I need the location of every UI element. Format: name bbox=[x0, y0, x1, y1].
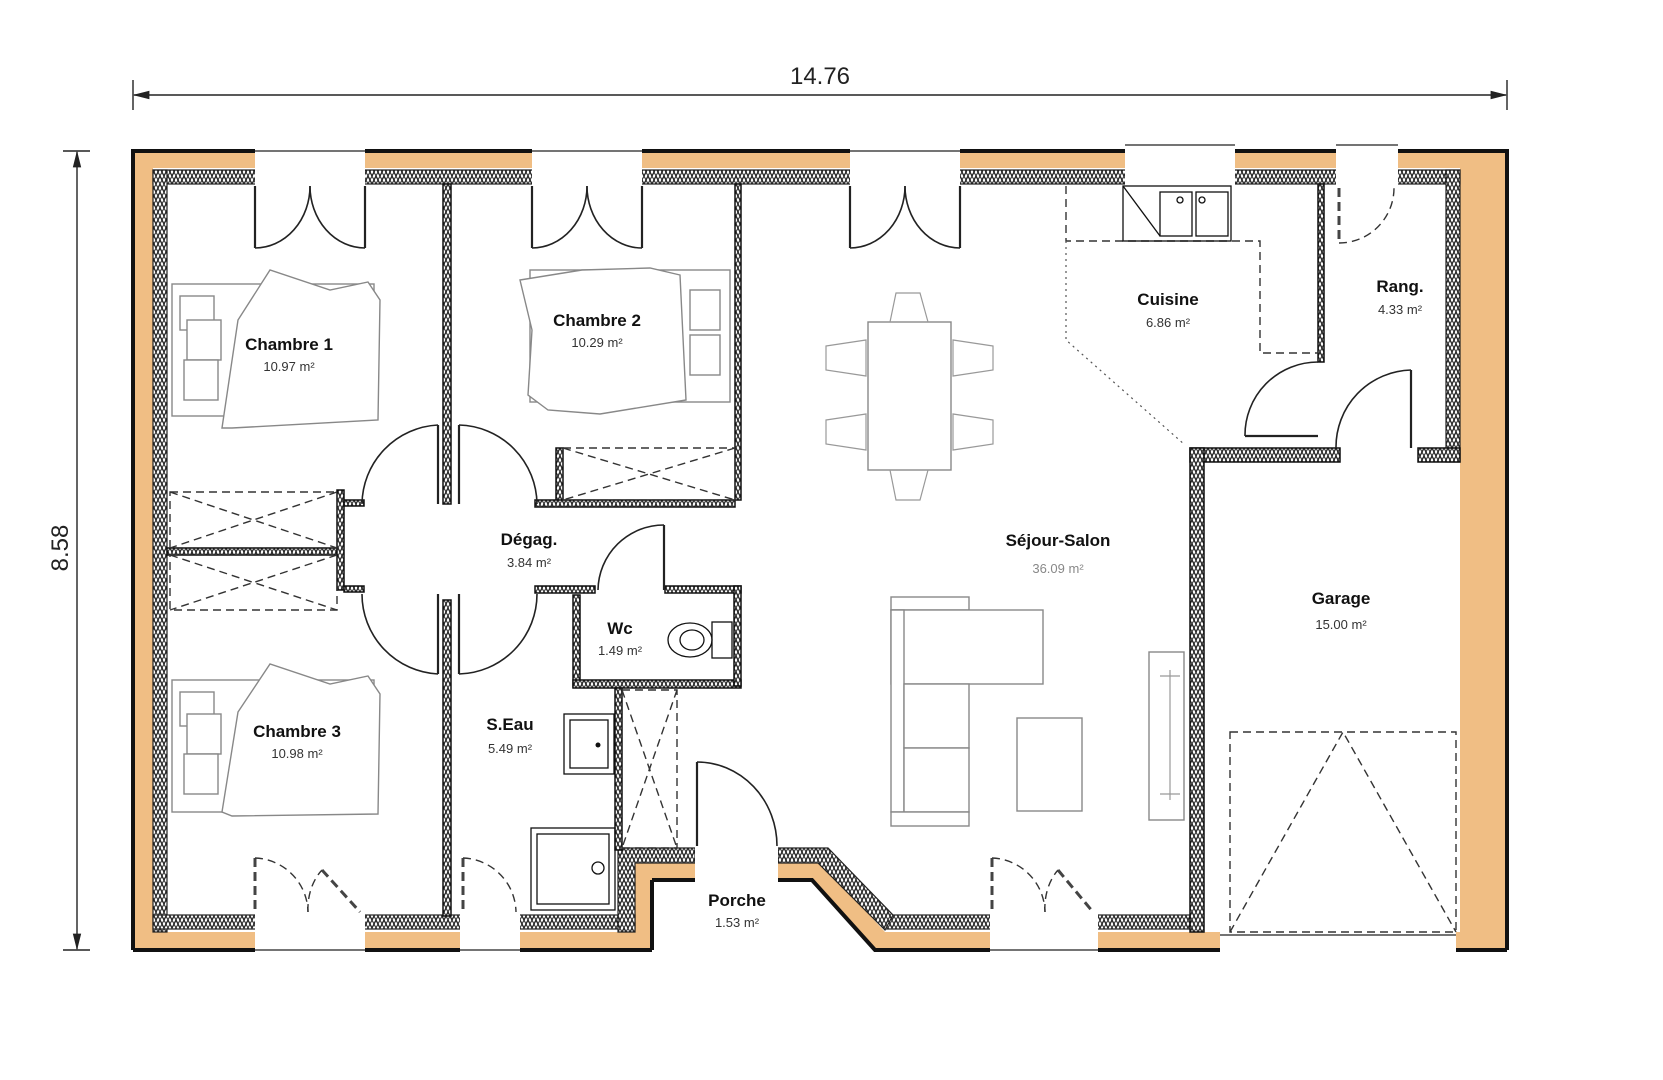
room-area: 10.29 m² bbox=[571, 335, 623, 350]
room-name: Rang. bbox=[1376, 277, 1423, 296]
room-area: 36.09 m² bbox=[1032, 561, 1084, 576]
room-area: 4.33 m² bbox=[1378, 302, 1423, 317]
room-chambre-3: Chambre 3 10.98 m² bbox=[253, 722, 341, 761]
width-label: 14.76 bbox=[790, 63, 850, 90]
furniture bbox=[171, 185, 1318, 911]
room-area: 3.84 m² bbox=[507, 555, 552, 570]
room-labels: Chambre 1 10.97 m² Chambre 2 10.29 m² Ch… bbox=[245, 277, 1424, 930]
entry-door bbox=[695, 761, 778, 847]
dining-table bbox=[825, 292, 994, 501]
room-name: Chambre 2 bbox=[553, 311, 641, 330]
door-chambre3 bbox=[361, 593, 440, 675]
room-area: 10.98 m² bbox=[271, 746, 323, 761]
closets bbox=[169, 447, 736, 849]
tv-unit bbox=[1148, 651, 1185, 821]
door-seau bbox=[457, 593, 538, 675]
french-window-chambre1 bbox=[253, 185, 367, 249]
room-rang: Rang. 4.33 m² bbox=[1376, 277, 1423, 317]
door-chambre2 bbox=[457, 424, 538, 505]
bed-chambre2 bbox=[519, 267, 731, 415]
room-name: S.Eau bbox=[486, 715, 533, 734]
door-chambre1 bbox=[361, 424, 440, 505]
window-sejour-bottom bbox=[990, 857, 1095, 913]
room-wc: Wc 1.49 m² bbox=[598, 619, 643, 658]
room-cuisine: Cuisine 6.86 m² bbox=[1137, 290, 1198, 330]
coffee-table bbox=[1016, 717, 1083, 812]
room-name: Porche bbox=[708, 891, 766, 910]
room-name: Dégag. bbox=[501, 530, 558, 549]
height-dimension: 8.58 bbox=[47, 150, 90, 951]
room-chambre-1: Chambre 1 10.97 m² bbox=[245, 335, 333, 374]
bed-chambre1 bbox=[171, 269, 381, 429]
room-area: 10.97 m² bbox=[263, 359, 315, 374]
sofa bbox=[890, 596, 1044, 827]
door-rang-garage bbox=[1335, 369, 1413, 449]
room-area: 6.86 m² bbox=[1146, 315, 1191, 330]
room-area: 1.53 m² bbox=[715, 915, 760, 930]
sink bbox=[563, 713, 615, 775]
toilet bbox=[667, 621, 733, 659]
room-name: Wc bbox=[607, 619, 633, 638]
height-label: 8.58 bbox=[47, 525, 74, 572]
room-area: 15.00 m² bbox=[1315, 617, 1367, 632]
exterior-walls bbox=[131, 144, 1509, 953]
room-name: Garage bbox=[1312, 589, 1371, 608]
room-name: Séjour-Salon bbox=[1006, 531, 1111, 550]
interior-walls bbox=[166, 183, 1461, 933]
width-dimension: 14.76 bbox=[132, 63, 1508, 110]
room-garage: Garage 15.00 m² bbox=[1312, 589, 1371, 632]
french-window-chambre2 bbox=[530, 185, 644, 249]
kitchen-counter bbox=[1065, 185, 1318, 446]
room-sejour-salon: Séjour-Salon 36.09 m² bbox=[1006, 531, 1111, 576]
french-window-sejour bbox=[848, 185, 962, 249]
window-rang bbox=[1337, 187, 1395, 244]
door-cuisine-rang bbox=[1244, 361, 1319, 438]
shower bbox=[530, 827, 616, 911]
room-porche: Porche 1.53 m² bbox=[708, 891, 766, 930]
room-name: Chambre 1 bbox=[245, 335, 333, 354]
bed-chambre3 bbox=[171, 663, 381, 817]
door-wc bbox=[597, 524, 666, 591]
doors bbox=[253, 185, 1457, 933]
room-name: Chambre 3 bbox=[253, 722, 341, 741]
window-seau bbox=[461, 857, 517, 913]
window-chambre3 bbox=[253, 857, 362, 914]
room-name: Cuisine bbox=[1137, 290, 1198, 309]
room-degag: Dégag. 3.84 m² bbox=[501, 530, 558, 570]
room-area: 1.49 m² bbox=[598, 643, 643, 658]
room-chambre-2: Chambre 2 10.29 m² bbox=[553, 311, 641, 350]
room-area: 5.49 m² bbox=[488, 741, 533, 756]
room-seau: S.Eau 5.49 m² bbox=[486, 715, 533, 756]
garage-door bbox=[1229, 730, 1457, 933]
